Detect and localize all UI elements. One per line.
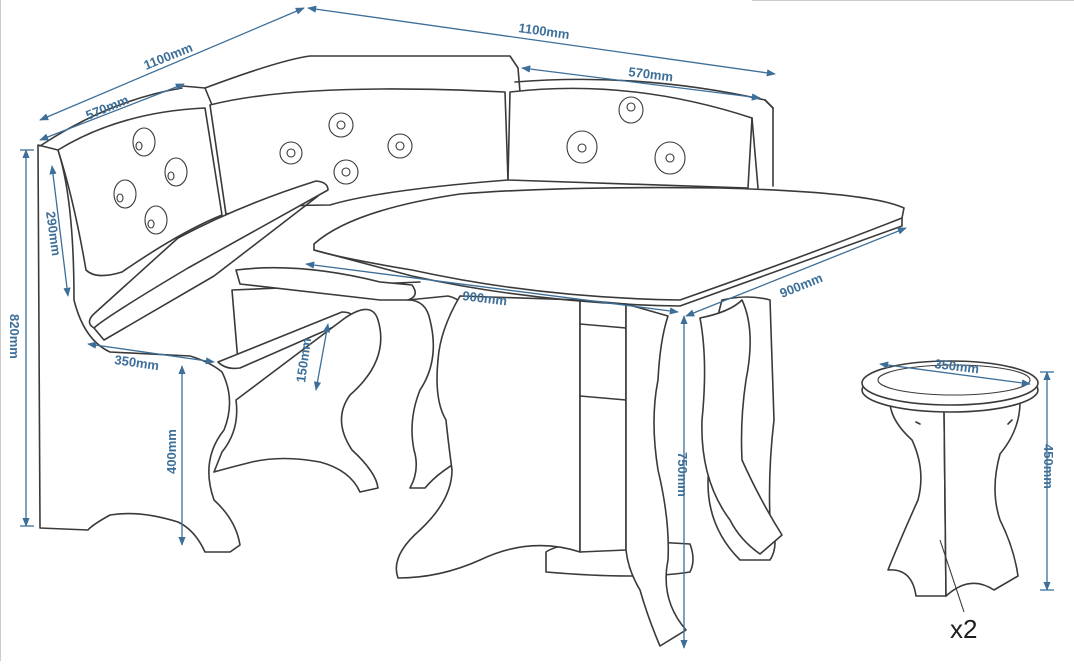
storage-lid-edge [93, 195, 319, 341]
label-left-back-width: 570mm [84, 92, 131, 123]
dim-line-right-back-width [521, 65, 761, 101]
sofa-right-end-post [751, 99, 774, 189]
label-table-length: 900mm [462, 288, 508, 308]
corner-sofa [37, 55, 776, 561]
stool-leg-crease [915, 419, 1013, 425]
dimension-labels: 1100mm 1100mm 570mm 570mm 290mm 820mm 35… [7, 20, 1056, 497]
table-side-panel [699, 299, 783, 555]
dimension-lines [20, 5, 1054, 649]
stool-quantity-leader [939, 539, 965, 613]
sofa-middle-back-top [204, 55, 521, 93]
label-backrest-height: 290mm [43, 210, 64, 256]
sofa-left-end-panel [37, 144, 241, 553]
table-center-column [579, 299, 627, 553]
dim-line-seat-depth [87, 341, 215, 365]
label-stool-height: 450mm [1041, 444, 1056, 489]
storage-lid-open [88, 180, 329, 329]
dim-line-left-back-width [39, 83, 185, 141]
left-back-buttons [113, 127, 188, 235]
stool [861, 360, 1039, 613]
dim-line-table-length [305, 261, 679, 315]
dim-line-sofa-right-length [307, 5, 776, 77]
dim-line-stool-diameter [879, 361, 1031, 387]
dim-line-table-width [685, 227, 907, 317]
stool-side-leg [943, 401, 1021, 597]
sofa-seat-right-end [235, 266, 416, 301]
stool-front-leg [887, 403, 947, 597]
table-front-panel [625, 303, 687, 647]
label-seat-height: 400mm [164, 429, 179, 474]
label-table-height: 750mm [675, 452, 690, 497]
dim-line-backrest-height [49, 165, 71, 297]
dim-line-storage-height [313, 323, 331, 391]
sofa-middle-leg-panel [213, 308, 382, 493]
label-right-back-width: 570mm [628, 64, 674, 84]
label-stool-diameter: 350mm [934, 356, 980, 376]
middle-back-buttons [279, 112, 413, 185]
label-seat-depth: 350mm [114, 352, 160, 373]
label-storage-height: 150mm [293, 337, 314, 383]
label-sofa-left-length: 1100mm [142, 40, 195, 73]
label-table-width: 900mm [778, 270, 825, 301]
label-overall-height: 820mm [7, 314, 22, 359]
table-back-panel [395, 295, 581, 579]
table-column-shelf [579, 323, 627, 401]
dining-table [313, 186, 905, 647]
stool-quantity-label: x2 [950, 614, 977, 644]
label-sofa-right-length: 1100mm [518, 20, 571, 42]
